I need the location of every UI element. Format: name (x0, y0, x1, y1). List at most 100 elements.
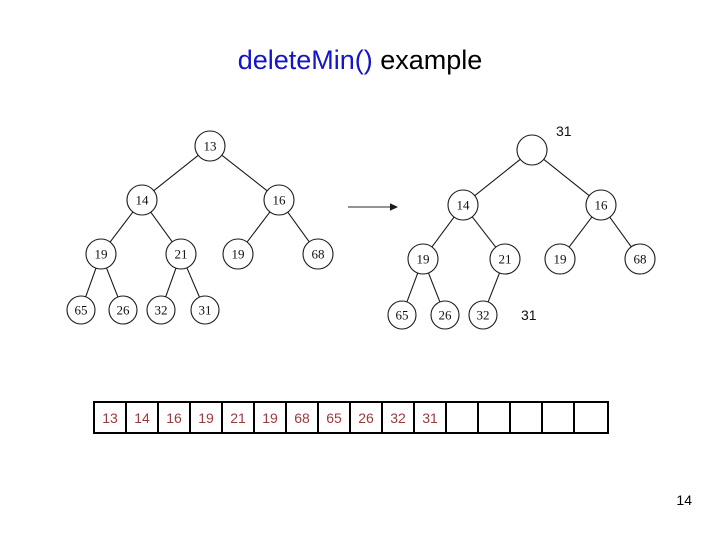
array-cell: 13 (95, 403, 127, 432)
array-cell: 31 (415, 403, 447, 432)
tree-node-label: 26 (117, 303, 131, 318)
tree-node-13: 13 (194, 130, 226, 162)
tree-node-label: 19 (232, 247, 245, 262)
tree-node-circle (516, 134, 548, 166)
tree-node-label: 19 (554, 252, 567, 267)
tree-node-circle (85, 238, 117, 270)
array-cell: 19 (191, 403, 223, 432)
tree-edge (186, 267, 200, 298)
tree-node-26: 26 (108, 295, 138, 325)
before-tree-nodes: 13 14 16 19 21 19 68 65 26 32 31 (66, 130, 334, 325)
tree-node-empty (516, 134, 548, 166)
tree-node-circle (263, 184, 295, 216)
tree-node-label: 26 (439, 308, 453, 323)
array-cell: 65 (319, 403, 351, 432)
transition-arrow (348, 203, 398, 211)
tree-edge (431, 216, 455, 248)
heap-diagram-svg: 13 14 16 19 21 19 68 65 26 32 31 14 16 19 21 19 68 65 26 3… (66, 123, 656, 330)
tree-node-label: 32 (477, 308, 490, 323)
tree-edge (165, 267, 177, 298)
tree-edge (427, 272, 441, 303)
array-cell (575, 403, 607, 432)
tree-node-circle (126, 184, 158, 216)
tree-node-label: 65 (75, 303, 88, 318)
detached-last-element-label: 31 (521, 307, 537, 323)
tree-node-16: 16 (585, 189, 617, 221)
tree-node-label: 21 (499, 252, 512, 267)
title-rest: example (372, 45, 483, 75)
tree-node-65: 65 (66, 295, 96, 325)
tree-node-32: 32 (468, 300, 498, 330)
tree-node-circle (624, 243, 656, 275)
tree-node-16: 16 (263, 184, 295, 216)
before-tree-edges (85, 154, 310, 298)
tree-node-circle (108, 295, 138, 325)
tree-node-circle (66, 295, 96, 325)
tree-node-circle (407, 243, 439, 275)
tree-node-19: 19 (85, 238, 117, 270)
tree-node-31: 31 (190, 295, 220, 325)
tree-edge (105, 267, 119, 298)
after-tree-nodes: 14 16 19 21 19 68 65 26 32 (387, 134, 656, 330)
tree-edge (109, 211, 134, 243)
tree-node-26: 26 (430, 300, 460, 330)
tree-node-label: 32 (155, 303, 168, 318)
tree-edge (287, 211, 310, 243)
tree-node-circle (544, 243, 576, 275)
tree-edge (406, 272, 419, 303)
tree-node-14: 14 (447, 189, 479, 221)
page-title: deleteMin() example (0, 44, 720, 76)
tree-edge (568, 216, 593, 248)
tree-node-14: 14 (126, 184, 158, 216)
array-cell: 14 (127, 403, 159, 432)
tree-node-circle (194, 130, 226, 162)
tree-node-21: 21 (165, 238, 197, 270)
tree-node-label: 16 (273, 193, 287, 208)
page-number: 14 (676, 492, 692, 508)
tree-node-label: 65 (396, 308, 409, 323)
tree-node-circle (302, 238, 334, 270)
tree-node-label: 31 (199, 303, 212, 318)
after-tree-edges (406, 158, 632, 303)
tree-edge (609, 216, 632, 248)
tree-edge (85, 267, 97, 298)
tree-node-circle (489, 243, 521, 275)
array-cell: 19 (255, 403, 287, 432)
array-cell (511, 403, 543, 432)
array-cell: 68 (287, 403, 319, 432)
title-keyword: deleteMin() (237, 45, 373, 75)
tree-node-label: 68 (634, 252, 647, 267)
tree-node-label: 14 (457, 198, 471, 213)
tree-edge (246, 211, 271, 243)
root-value-label: 31 (556, 123, 572, 139)
tree-node-21: 21 (489, 243, 521, 275)
tree-node-label: 68 (312, 247, 325, 262)
tree-node-circle (387, 300, 417, 330)
tree-node-circle (430, 300, 460, 330)
array-cell (479, 403, 511, 432)
tree-node-19: 19 (544, 243, 576, 275)
tree-edge (221, 154, 268, 192)
tree-node-label: 14 (136, 193, 150, 208)
tree-node-circle (222, 238, 254, 270)
array-cell: 21 (223, 403, 255, 432)
array-cell: 26 (351, 403, 383, 432)
tree-node-label: 19 (95, 247, 108, 262)
array-cell: 16 (159, 403, 191, 432)
tree-node-19: 19 (407, 243, 439, 275)
array-cell: 32 (383, 403, 415, 432)
tree-node-label: 19 (417, 252, 430, 267)
tree-edge (543, 158, 590, 197)
tree-node-label: 16 (595, 198, 609, 213)
array-cell (543, 403, 575, 432)
tree-node-32: 32 (146, 295, 176, 325)
tree-node-circle (190, 295, 220, 325)
tree-node-circle (146, 295, 176, 325)
tree-edge (150, 211, 173, 243)
tree-node-label: 13 (204, 139, 217, 154)
tree-node-circle (468, 300, 498, 330)
tree-edge (474, 158, 521, 197)
tree-node-65: 65 (387, 300, 417, 330)
